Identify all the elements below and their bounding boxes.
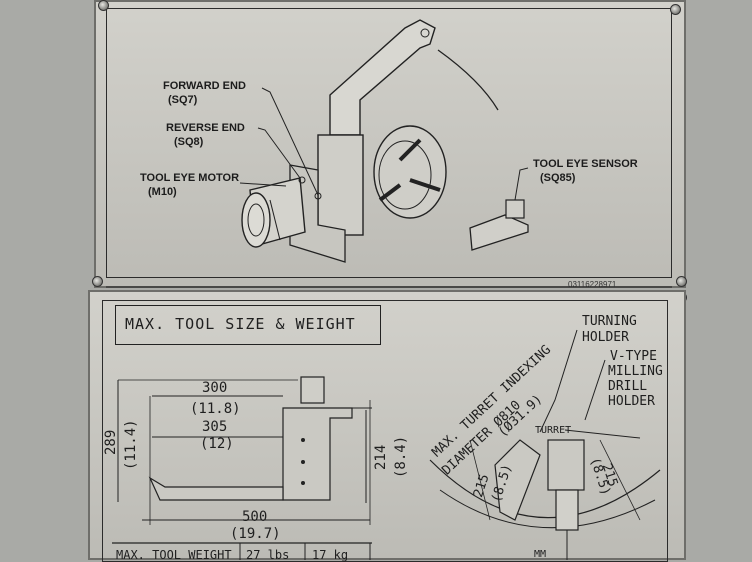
table-cell-weight-label: MAX. TOOL WEIGHT xyxy=(116,548,232,562)
turret-label: TURRET xyxy=(535,425,572,436)
dim-289: 289 xyxy=(103,429,119,455)
vtype-line3: DRILL xyxy=(608,379,648,394)
tool-eye-sensor-code: (SQ85) xyxy=(540,172,576,184)
screw xyxy=(676,276,687,287)
screw xyxy=(670,4,681,15)
table-cell-lbs: 27 lbs xyxy=(246,548,290,562)
title-box xyxy=(115,305,381,345)
forward-end-label: FORWARD END xyxy=(163,80,246,92)
reverse-end-label: REVERSE END xyxy=(166,122,245,134)
tool-eye-sensor-label: TOOL EYE SENSOR xyxy=(533,158,638,170)
forward-end-code: (SQ7) xyxy=(168,94,198,106)
tool-eye-plate-border xyxy=(106,8,672,278)
dim-500-in: (19.7) xyxy=(230,526,281,542)
screw xyxy=(98,0,109,11)
dim-300-in: (11.8) xyxy=(190,401,241,417)
turning-holder-line1: TURNING xyxy=(582,314,637,329)
dim-289-in: (11.4) xyxy=(123,419,139,470)
dim-305: 305 xyxy=(202,419,228,435)
tool-eye-motor-code: (M10) xyxy=(148,186,177,198)
dim-500: 500 xyxy=(242,509,268,525)
dim-214: 214 xyxy=(373,444,389,470)
tool-size-plate xyxy=(88,290,686,560)
unit-label: MM xyxy=(534,549,547,560)
screw xyxy=(92,276,103,287)
vtype-line4: HOLDER xyxy=(608,394,655,409)
serial-number: 03116228971 xyxy=(568,280,617,289)
vtype-line1: V-TYPE xyxy=(610,349,657,364)
turning-holder-line2: HOLDER xyxy=(582,330,629,345)
dim-300: 300 xyxy=(202,380,228,396)
dim-305-in: (12) xyxy=(200,436,234,452)
tool-eye-motor-label: TOOL EYE MOTOR xyxy=(140,172,240,184)
table-cell-kg: 17 kg xyxy=(312,548,349,562)
vtype-line2: MILLING xyxy=(608,364,663,379)
dim-214-in: (8.4) xyxy=(393,435,409,478)
plate-title: MAX. TOOL SIZE & WEIGHT xyxy=(125,315,356,333)
reverse-end-code: (SQ8) xyxy=(174,136,204,148)
